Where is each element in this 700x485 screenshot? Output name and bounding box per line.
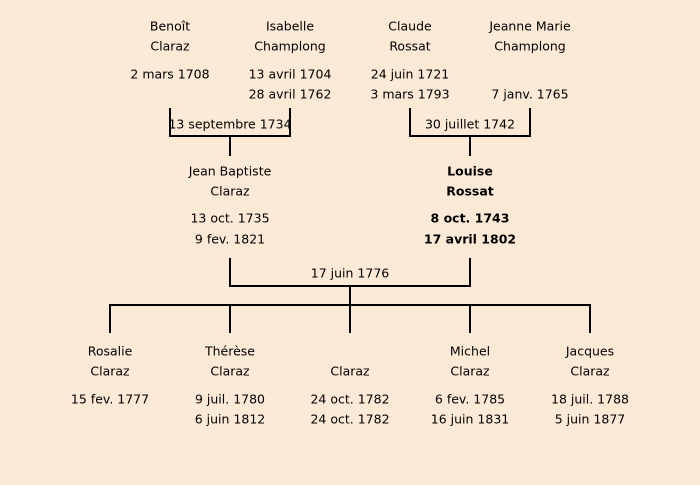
grandparent-isabelle[interactable]: Isabelle Champlong 13 avril 1704 28 avri… xyxy=(249,19,332,102)
child-michel[interactable]: Michel Claraz 6 fev. 1785 16 juin 1831 xyxy=(431,344,509,427)
grandparent-benoit[interactable]: Benoît Claraz 2 mars 1708 xyxy=(130,19,209,82)
last-name: Rossat xyxy=(389,39,430,54)
last-name: Champlong xyxy=(494,39,565,54)
birth-date: 9 juil. 1780 xyxy=(195,392,265,407)
first-name: Thérèse xyxy=(204,344,255,359)
first-name: Jean Baptiste xyxy=(188,164,272,179)
first-name: Michel xyxy=(450,344,490,359)
marriage-date-maternal: 30 juillet 1742 xyxy=(425,117,515,132)
marriage-date-paternal: 13 septembre 1734 xyxy=(168,117,291,132)
child-jacques[interactable]: Jacques Claraz 18 juil. 1788 5 juin 1877 xyxy=(551,344,629,427)
parent-jean-baptiste[interactable]: Jean Baptiste Claraz 13 oct. 1735 9 fev.… xyxy=(188,164,272,247)
last-name: Rossat xyxy=(446,184,494,199)
death-date: 24 oct. 1782 xyxy=(310,412,389,427)
birth-date: 2 mars 1708 xyxy=(130,67,209,82)
birth-date: 13 oct. 1735 xyxy=(190,211,269,226)
child-therese[interactable]: Thérèse Claraz 9 juil. 1780 6 juin 1812 xyxy=(195,344,266,427)
last-name: Claraz xyxy=(210,184,250,199)
last-name: Claraz xyxy=(90,364,130,379)
birth-date: 24 oct. 1782 xyxy=(310,392,389,407)
last-name: Champlong xyxy=(254,39,325,54)
death-date: 3 mars 1793 xyxy=(370,87,449,102)
birth-date: 6 fev. 1785 xyxy=(435,392,505,407)
birth-date: 24 juin 1721 xyxy=(371,67,449,82)
death-date: 16 juin 1831 xyxy=(431,412,509,427)
connectors xyxy=(109,108,591,333)
first-name: Rosalie xyxy=(88,344,133,359)
death-date: 9 fev. 1821 xyxy=(195,232,265,247)
last-name: Claraz xyxy=(330,364,370,379)
first-name: Louise xyxy=(447,164,493,179)
first-name: Isabelle xyxy=(266,19,314,34)
last-name: Claraz xyxy=(570,364,610,379)
last-name: Claraz xyxy=(210,364,250,379)
child-rosalie[interactable]: Rosalie Claraz 15 fev. 1777 xyxy=(71,344,149,407)
first-name: Jeanne Marie xyxy=(488,19,571,34)
child-unnamed[interactable]: Claraz 24 oct. 1782 24 oct. 1782 xyxy=(310,364,389,427)
grandparent-jeanne-marie[interactable]: Jeanne Marie Champlong 7 janv. 1765 xyxy=(488,19,571,102)
first-name: Benoît xyxy=(150,19,190,34)
first-name: Jacques xyxy=(565,344,614,359)
birth-date: 15 fev. 1777 xyxy=(71,392,149,407)
death-date: 5 juin 1877 xyxy=(555,412,626,427)
death-date: 28 avril 1762 xyxy=(249,87,332,102)
death-date: 17 avril 1802 xyxy=(424,232,516,247)
death-date: 7 janv. 1765 xyxy=(491,87,568,102)
last-name: Claraz xyxy=(150,39,190,54)
birth-date: 8 oct. 1743 xyxy=(431,211,510,226)
parent-louise-highlighted[interactable]: Louise Rossat 8 oct. 1743 17 avril 1802 xyxy=(424,164,516,247)
death-date: 6 juin 1812 xyxy=(195,412,266,427)
first-name: Claude xyxy=(388,19,432,34)
marriage-date-parents: 17 juin 1776 xyxy=(311,266,390,281)
birth-date: 18 juil. 1788 xyxy=(551,392,629,407)
birth-date: 13 avril 1704 xyxy=(249,67,332,82)
grandparent-claude[interactable]: Claude Rossat 24 juin 1721 3 mars 1793 xyxy=(370,19,449,102)
last-name: Claraz xyxy=(450,364,490,379)
